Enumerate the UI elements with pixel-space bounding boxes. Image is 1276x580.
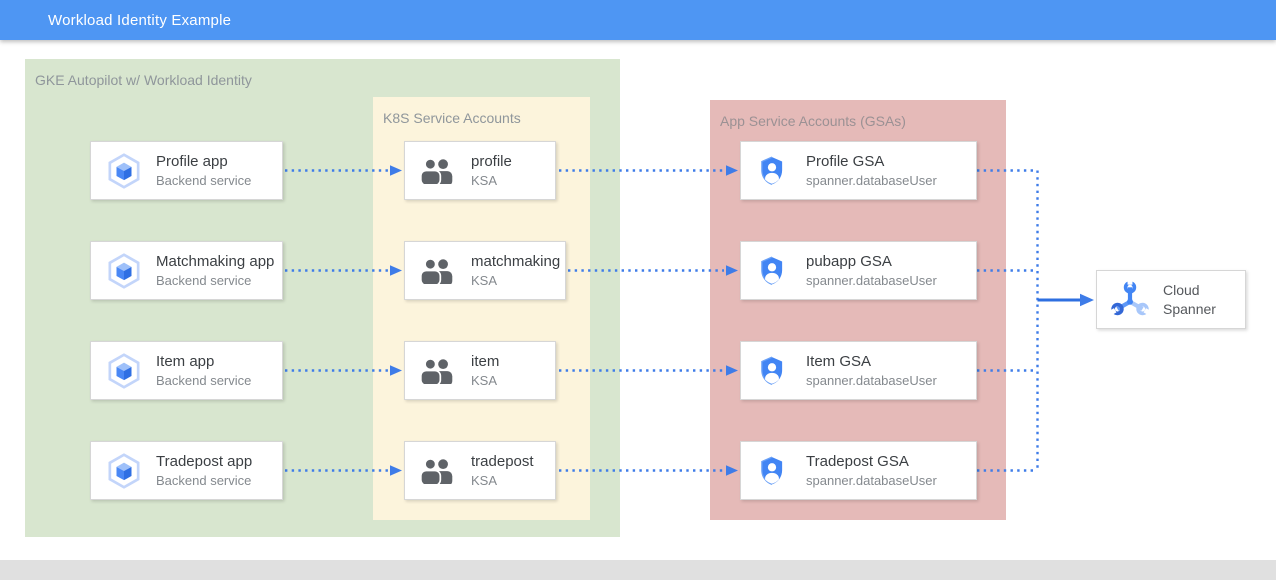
app-node-matchmaking: Matchmaking app Backend service [90, 241, 283, 300]
shield-person-icon [756, 155, 788, 187]
shield-person-icon [756, 255, 788, 287]
node-subtitle: KSA [471, 273, 498, 288]
node-title: profile [471, 153, 512, 170]
title-bar: Workload Identity Example [0, 0, 1276, 40]
gsa-node-profile: Profile GSA spanner.databaseUser [740, 141, 977, 200]
node-title: pubapp GSA [806, 253, 892, 270]
shield-person-icon [756, 355, 788, 387]
app-node-item: Item app Backend service [90, 341, 283, 400]
cloud-spanner-node: Cloud Spanner [1096, 270, 1246, 329]
app-node-profile: Profile app Backend service [90, 141, 283, 200]
node-title: Cloud Spanner [1163, 281, 1216, 317]
gsa-container-label: App Service Accounts (GSAs) [720, 113, 906, 129]
node-title: tradepost [471, 453, 534, 470]
node-title: Item GSA [806, 353, 872, 370]
node-title: Item app [156, 353, 215, 370]
node-subtitle: spanner.databaseUser [806, 273, 937, 288]
node-title: matchmaking [471, 253, 561, 270]
people-icon [420, 257, 456, 284]
node-subtitle: spanner.databaseUser [806, 373, 937, 388]
cloud-spanner-icon [1109, 279, 1151, 321]
node-title: Tradepost GSA [806, 453, 909, 470]
app-node-tradepost: Tradepost app Backend service [90, 441, 283, 500]
node-subtitle: Backend service [156, 473, 252, 488]
node-subtitle: spanner.databaseUser [806, 473, 937, 488]
people-icon [420, 357, 456, 384]
footer-strip [0, 560, 1276, 580]
ksa-node-tradepost: tradepost KSA [404, 441, 556, 500]
gke-container-label: GKE Autopilot w/ Workload Identity [35, 72, 252, 88]
gke-hexagon-icon [104, 151, 144, 191]
gsa-node-item: Item GSA spanner.databaseUser [740, 341, 977, 400]
node-title: Profile GSA [806, 153, 885, 170]
node-title: Profile app [156, 153, 228, 170]
ksa-node-matchmaking: matchmaking KSA [404, 241, 566, 300]
solid-arrow-to-spanner [1037, 293, 1094, 307]
node-title: Tradepost app [156, 453, 253, 470]
node-title: Matchmaking app [156, 253, 275, 270]
shield-person-icon [756, 455, 788, 487]
node-subtitle: KSA [471, 173, 498, 188]
node-subtitle: KSA [471, 373, 498, 388]
gke-hexagon-icon [104, 351, 144, 391]
people-icon [420, 157, 456, 184]
node-subtitle: Backend service [156, 173, 252, 188]
page-title: Workload Identity Example [48, 11, 232, 29]
node-subtitle: Backend service [156, 373, 252, 388]
people-icon [420, 457, 456, 484]
k8s-container-label: K8S Service Accounts [383, 110, 521, 126]
node-subtitle: spanner.databaseUser [806, 173, 937, 188]
node-title: item [471, 353, 500, 370]
gke-hexagon-icon [104, 451, 144, 491]
node-subtitle: Backend service [156, 273, 252, 288]
ksa-node-item: item KSA [404, 341, 556, 400]
node-subtitle: KSA [471, 473, 498, 488]
ksa-node-profile: profile KSA [404, 141, 556, 200]
gsa-node-tradepost: Tradepost GSA spanner.databaseUser [740, 441, 977, 500]
gke-hexagon-icon [104, 251, 144, 291]
gsa-node-pubapp: pubapp GSA spanner.databaseUser [740, 241, 977, 300]
